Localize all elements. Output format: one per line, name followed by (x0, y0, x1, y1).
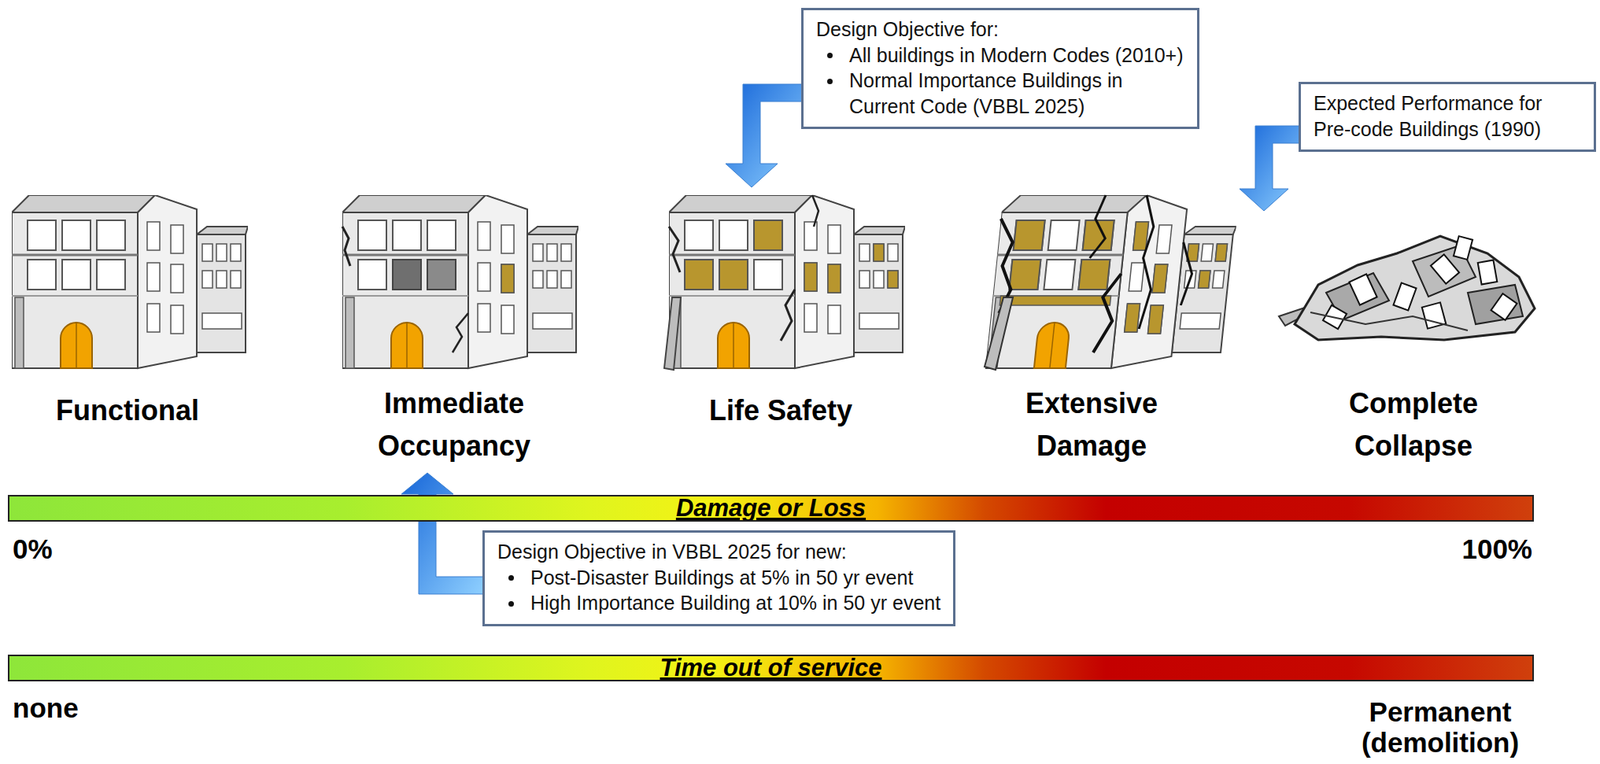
callout-arrow (725, 84, 803, 188)
callout-heading: Design Objective in VBBL 2025 for new: (497, 539, 941, 566)
bullet-text: Post-Disaster Buildings at 5% in 50 yr e… (530, 566, 913, 589)
performance-level-label: Extensive Damage (993, 382, 1190, 468)
bullet-item: High Importance Building at 10% in 50 yr… (497, 590, 941, 617)
scale-end-label: 0% (12, 533, 53, 565)
performance-level-label: Complete Collapse (1315, 382, 1512, 468)
callout-box: Design Objective for:All buildings in Mo… (801, 7, 1200, 130)
callout-text: Expected Performance for Pre-code Buildi… (1313, 90, 1582, 142)
bullet-text: Normal Importance Buildings in Current C… (849, 69, 1123, 118)
extensive-damage-building (984, 195, 1240, 370)
performance-level-label: Functional (29, 389, 226, 433)
scale-end-label: 100% (1461, 533, 1533, 565)
functional-building (11, 195, 248, 369)
scale-end-label: none (12, 692, 79, 724)
bullet-dot (827, 52, 833, 59)
gradient-scale-bar: Time out of service (7, 654, 1534, 682)
gradient-scale-bar: Damage or Loss (7, 495, 1534, 522)
bullet-dot (508, 601, 514, 607)
scale-end-label: Permanent (demolition) (1341, 696, 1539, 758)
callout-box: Expected Performance for Pre-code Buildi… (1298, 81, 1597, 152)
bullet-text: All buildings in Modern Codes (2010+) (849, 44, 1184, 67)
performance-level-label: Life Safety (682, 389, 880, 433)
callout-box: Design Objective in VBBL 2025 for new:Po… (482, 530, 956, 627)
bullet-item: All buildings in Modern Codes (2010+) (816, 42, 1185, 69)
immediate-occupancy-building (342, 195, 579, 369)
performance-level-label: Immediate Occupancy (355, 382, 553, 468)
callout-arrow (1239, 125, 1301, 211)
bullet-dot (508, 575, 514, 581)
callout-arrow (401, 472, 485, 595)
bullet-dot (827, 78, 833, 85)
life-safety-building (664, 195, 906, 370)
bullet-text: High Importance Building at 10% in 50 yr… (530, 591, 941, 614)
collapsed-building (1278, 236, 1535, 340)
bullet-item: Normal Importance Buildings in Current C… (816, 67, 1185, 119)
scale-title: Time out of service (660, 656, 883, 680)
scale-title: Damage or Loss (676, 496, 866, 521)
callout-heading: Design Objective for: (816, 16, 1185, 43)
bullet-item: Post-Disaster Buildings at 5% in 50 yr e… (497, 565, 941, 592)
